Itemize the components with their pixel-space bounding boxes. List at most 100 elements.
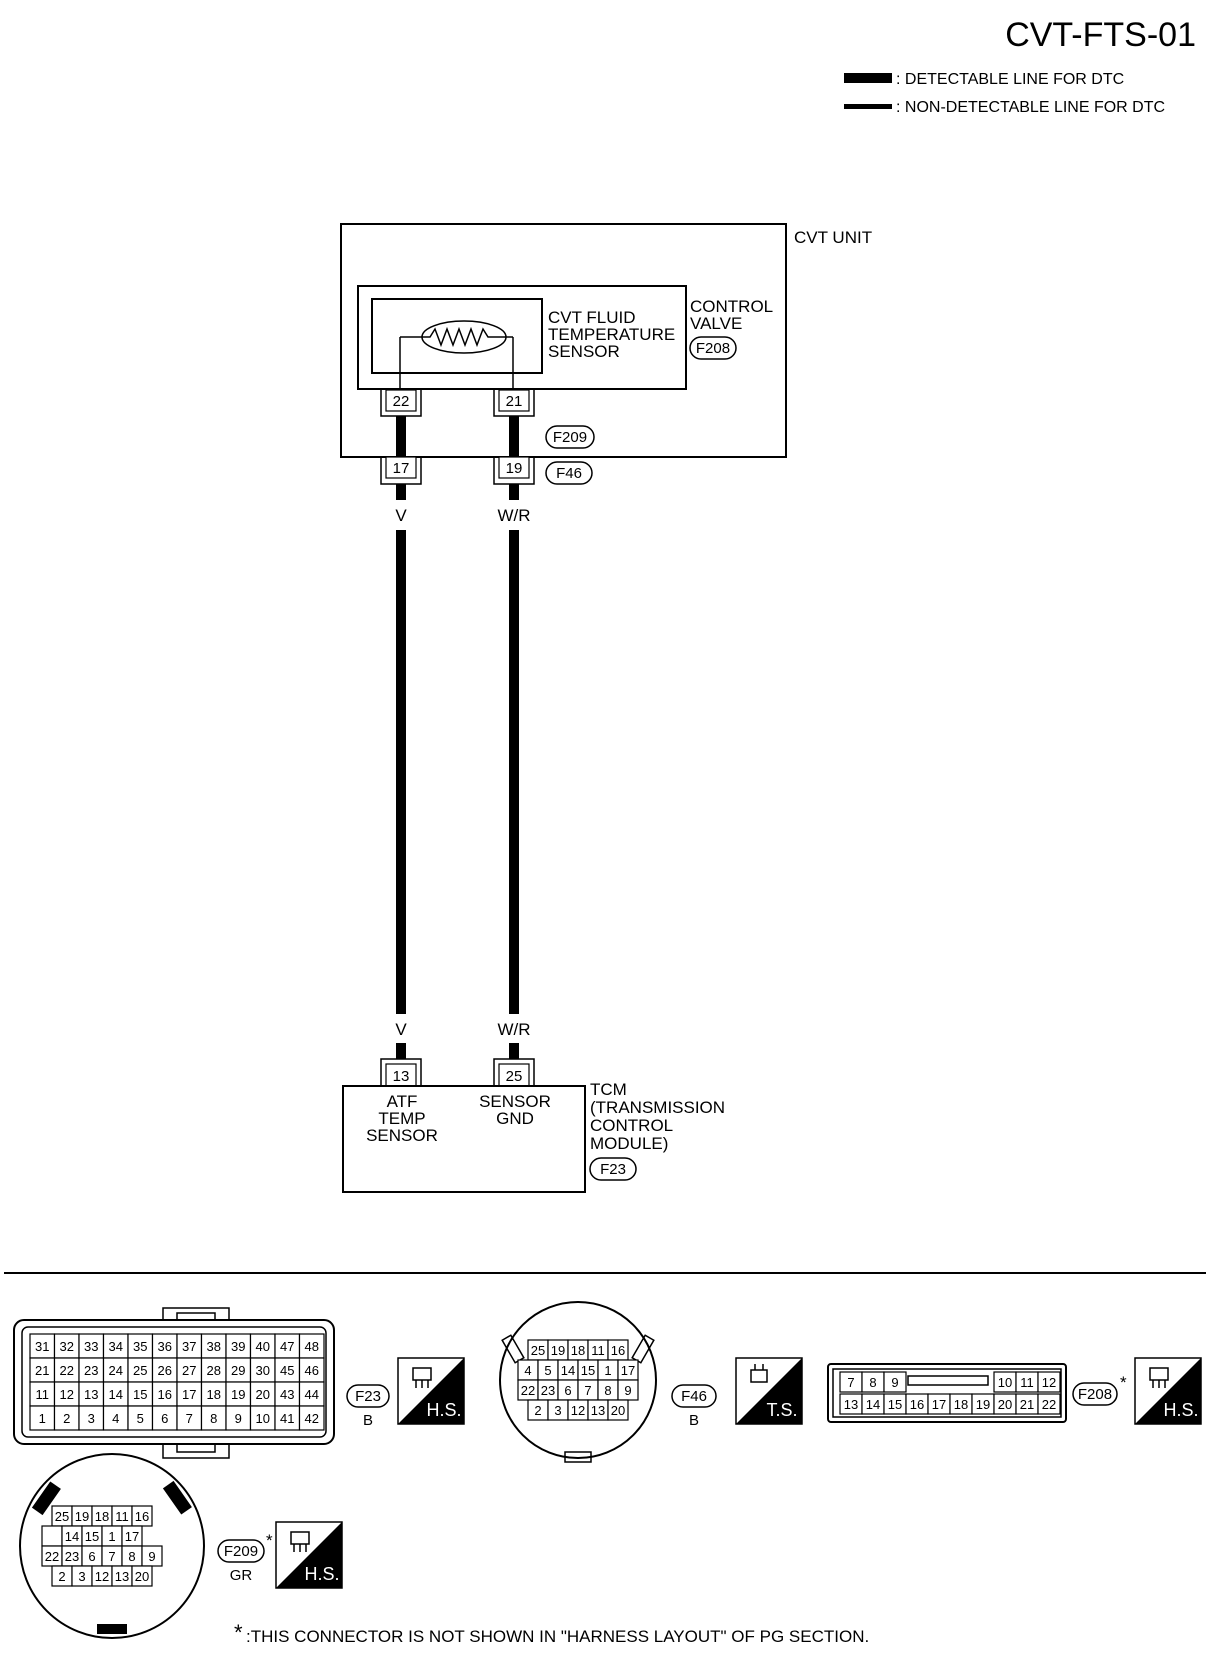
wire-v xyxy=(396,530,406,1014)
connector-tag-f208-label: F208 xyxy=(696,340,730,357)
f23-terminal-23-label: 23 xyxy=(84,1363,98,1378)
f209-terminal-6-label: 6 xyxy=(88,1549,95,1564)
f23-terminal-4-label: 4 xyxy=(112,1411,119,1426)
f208-terminal-19-label: 19 xyxy=(976,1397,990,1412)
f46-terminal-22-label: 22 xyxy=(521,1383,535,1398)
f209-key-left xyxy=(31,1481,61,1516)
f209-terminal-15-label: 15 xyxy=(85,1529,99,1544)
f208-tag-label: F208 xyxy=(1078,1386,1112,1403)
f23-terminal-31-label: 31 xyxy=(35,1339,49,1354)
f23-terminal-3-label: 3 xyxy=(88,1411,95,1426)
connector-tag-f46 xyxy=(545,461,593,485)
wire-color-wr-bottom: W/R xyxy=(497,1020,530,1039)
sensor-label-2: TEMPERATURE xyxy=(548,325,675,344)
f209-terminal-22-label: 22 xyxy=(45,1549,59,1564)
f209-terminal-25-label: 25 xyxy=(55,1509,69,1524)
sensor-label-3: SENSOR xyxy=(548,342,620,361)
f208-terminal-13-label: 13 xyxy=(844,1397,858,1412)
f209-terminal-7-label: 7 xyxy=(108,1549,115,1564)
f209-terminal-19-label: 19 xyxy=(75,1509,89,1524)
f23-terminal-39-cell xyxy=(225,1333,252,1359)
f46-terminal-20-cell xyxy=(607,1399,629,1421)
tcm: ATF TEMP SENSOR SENSOR GND TCM (TRANSMIS… xyxy=(342,1080,725,1193)
f23-terminal-19-label: 19 xyxy=(231,1387,245,1402)
cvt-unit: CVT UNIT CONTROL VALVE F208 CVT FLUID TE… xyxy=(340,223,872,458)
f23-terminal-15-label: 15 xyxy=(133,1387,147,1402)
f23-terminal-10-cell xyxy=(249,1405,276,1431)
f23-terminal-9-label: 9 xyxy=(235,1411,242,1426)
f23-terminal-25-label: 25 xyxy=(133,1363,147,1378)
f23-shell xyxy=(13,1319,335,1445)
f209-terminal-3-label: 3 xyxy=(78,1569,85,1584)
f23-terminal-41-label: 41 xyxy=(280,1411,294,1426)
f23-latch-top xyxy=(162,1307,230,1320)
f46-terminal-25-label: 25 xyxy=(531,1343,545,1358)
tcm-terminal-atf-3: SENSOR xyxy=(366,1126,438,1145)
f208-terminal-7-label: 7 xyxy=(847,1375,854,1390)
f46-terminal-8-label: 8 xyxy=(604,1383,611,1398)
wire-v-stub-top xyxy=(396,484,406,500)
f46-tag xyxy=(671,1384,717,1408)
pin-13-label: 13 xyxy=(393,1068,410,1085)
f23-terminal-48-label: 48 xyxy=(305,1339,319,1354)
connector-tag-f208 xyxy=(689,336,737,360)
f208-terminal-22-cell xyxy=(1037,1393,1061,1415)
legend-detectable-label: : DETECTABLE LINE FOR DTC xyxy=(896,71,1124,88)
f209-terminal-20-cell xyxy=(131,1565,153,1587)
f209-terminal-9-label: 9 xyxy=(148,1549,155,1564)
f46-terminal-2-label: 2 xyxy=(534,1403,541,1418)
f46-terminal-11-label: 11 xyxy=(591,1343,605,1358)
f208-shell xyxy=(827,1363,1067,1423)
f23-terminal-30-cell xyxy=(249,1357,276,1383)
tcm-label-1: TCM xyxy=(590,1080,627,1099)
f46-terminal-4-label: 4 xyxy=(524,1363,531,1378)
connector-tag-f23-label: F23 xyxy=(600,1161,626,1178)
f23-terminal-9-cell xyxy=(225,1405,252,1431)
f208-terminal-20-label: 20 xyxy=(998,1397,1012,1412)
f209-key-right xyxy=(162,1480,192,1515)
f23-terminal-6-label: 6 xyxy=(161,1411,168,1426)
pin-19-label: 19 xyxy=(506,460,523,477)
pin-25-label: 25 xyxy=(506,1068,523,1085)
harness: 17 19 F46 V W/R V W/R 13 25 xyxy=(380,416,593,1087)
f209-terminal-20-label: 20 xyxy=(135,1569,149,1584)
f23-terminal-33-label: 33 xyxy=(84,1339,98,1354)
f23-terminal-37-label: 37 xyxy=(182,1339,196,1354)
f46-terminal-14-label: 14 xyxy=(561,1363,575,1378)
f23-terminal-3-cell xyxy=(78,1405,105,1431)
f208-key-slot xyxy=(907,1375,989,1386)
f23-shell-inner xyxy=(21,1326,327,1438)
pin-21 xyxy=(498,389,530,412)
f23-tag-label: F23 xyxy=(355,1388,381,1405)
f23-terminal-7-label: 7 xyxy=(186,1411,193,1426)
f46-terminal-5-label: 5 xyxy=(544,1363,551,1378)
f208-terminal-11-label: 11 xyxy=(1020,1375,1034,1390)
footnote-star: * xyxy=(234,1620,243,1645)
f23-terminal-45-cell xyxy=(274,1357,301,1383)
f209-terminal-13-label: 13 xyxy=(115,1569,129,1584)
f209-star: * xyxy=(266,1531,273,1550)
f23-terminal-28-label: 28 xyxy=(207,1363,221,1378)
f46-shell xyxy=(499,1301,657,1459)
wire-wr-inner xyxy=(509,416,519,458)
f208-star: * xyxy=(1120,1373,1127,1392)
tcm-terminal-atf-1: ATF xyxy=(387,1092,418,1111)
wire-wr xyxy=(509,530,519,1014)
f46-terminal-12-label: 12 xyxy=(571,1403,585,1418)
f23-terminal-11-label: 11 xyxy=(36,1387,50,1402)
f23-terminal-35-label: 35 xyxy=(133,1339,147,1354)
f208-terminal-21-label: 21 xyxy=(1020,1397,1034,1412)
legend-non-detectable-label: : NON-DETECTABLE LINE FOR DTC xyxy=(896,99,1165,116)
f209-tag-label: F209 xyxy=(224,1543,258,1560)
pin-17 xyxy=(385,456,417,479)
f23-terminal-2-label: 2 xyxy=(63,1411,70,1426)
legend: : DETECTABLE LINE FOR DTC : NON-DETECTAB… xyxy=(844,71,1165,116)
f23-terminal-10-label: 10 xyxy=(256,1411,270,1426)
f23-terminal-8-label: 8 xyxy=(210,1411,217,1426)
control-valve-label-2: VALVE xyxy=(690,314,742,333)
